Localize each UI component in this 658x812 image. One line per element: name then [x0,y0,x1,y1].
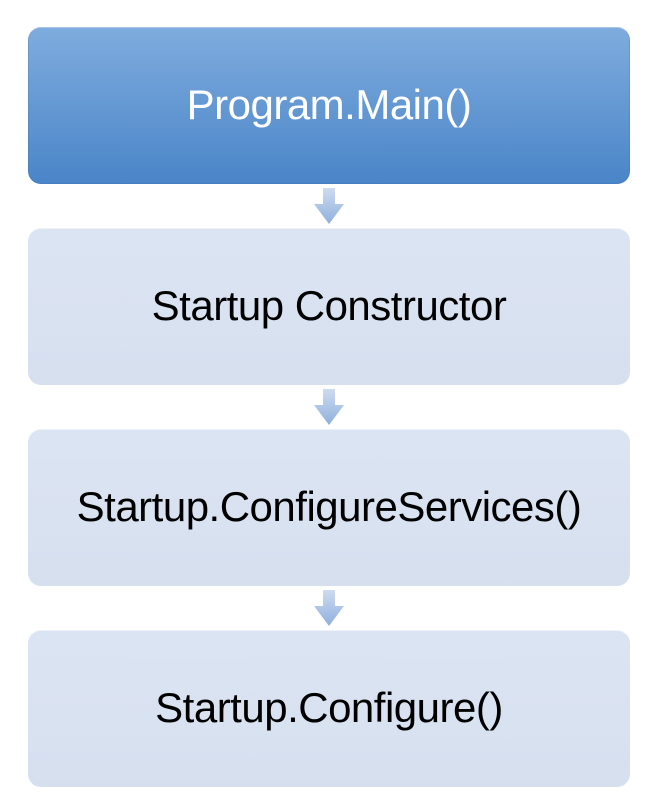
flow-node-label: Startup.Configure() [155,684,503,732]
flow-node-label: Startup.ConfigureServices() [76,483,582,531]
flow-node-program-main: Program.Main() [28,27,630,184]
down-arrow-icon [314,590,344,626]
connector-2 [313,385,345,429]
connector-3 [313,586,345,630]
connector-1 [313,184,345,228]
down-arrow-icon [314,188,344,224]
down-arrow-icon [314,389,344,425]
flow-node-label: Program.Main() [186,81,472,129]
flow-node-configure: Startup.Configure() [28,630,630,787]
flow-node-label: Startup Constructor [151,282,507,330]
flow-node-startup-constructor: Startup Constructor [28,228,630,385]
flow-node-configure-services: Startup.ConfigureServices() [28,429,630,586]
